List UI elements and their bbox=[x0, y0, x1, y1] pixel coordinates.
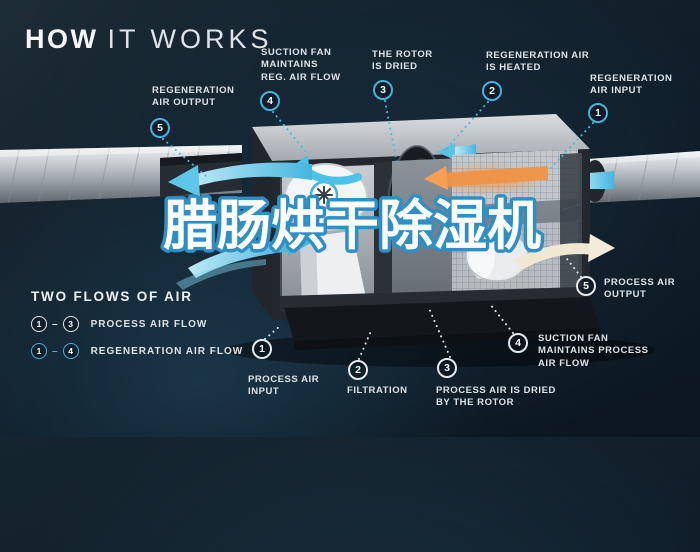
legend-process-dash: – bbox=[52, 318, 58, 330]
machine-base bbox=[284, 297, 600, 341]
callout-process-dried-badge: 3 bbox=[437, 358, 457, 378]
callout-regeneration-air-output-badge: 5 bbox=[150, 118, 170, 138]
callout-rotor-dried-badge: 3 bbox=[373, 80, 393, 100]
callout-regeneration-air-input-badge: 1 bbox=[588, 103, 608, 123]
process-input-arrow-icon bbox=[176, 228, 314, 290]
regeneration-output-duct-icon bbox=[0, 145, 242, 203]
callout-process-air-input-badge: 1 bbox=[252, 339, 272, 359]
page-title-light: IT WORKS bbox=[107, 24, 273, 54]
process-output-arrow-icon bbox=[514, 234, 615, 270]
overlay-title-text: 腊肠烘干除湿机 bbox=[163, 194, 541, 257]
machine-scene bbox=[0, 114, 700, 367]
callout-process-dried-label: PROCESS AIR IS DRIED BY THE ROTOR bbox=[436, 385, 556, 409]
overlay-title: 腊肠烘干除湿机 bbox=[160, 191, 545, 261]
callout-regeneration-air-output-label: REGENERATION AIR OUTPUT bbox=[152, 85, 235, 109]
callout-process-air-input-label: PROCESS AIR INPUT bbox=[248, 374, 320, 398]
legend-row-process: 1 – 3 PROCESS AIR FLOW bbox=[31, 316, 243, 332]
legend-regeneration-to-badge: 4 bbox=[62, 343, 79, 359]
callout-process-air-output-badge: 5 bbox=[576, 276, 596, 296]
callout-suction-fan-reg-badge: 4 bbox=[260, 91, 280, 111]
heater-icon bbox=[424, 163, 548, 195]
legend-regeneration-dash: – bbox=[52, 345, 58, 357]
legend-regeneration-label: REGENERATION AIR FLOW bbox=[90, 345, 244, 357]
machine-body bbox=[252, 114, 600, 350]
page-title-bold: HOW bbox=[25, 24, 99, 54]
callout-regeneration-air-input-label: REGENERATION AIR INPUT bbox=[590, 73, 673, 97]
legend-process-label: PROCESS AIR FLOW bbox=[90, 318, 208, 330]
page-title: HOW IT WORKS bbox=[25, 24, 273, 55]
callout-suction-fan-process-badge: 4 bbox=[508, 333, 528, 353]
legend-process-to-badge: 3 bbox=[62, 316, 79, 332]
legend: TWO FLOWS OF AIR 1 – 3 PROCESS AIR FLOW … bbox=[31, 289, 243, 370]
legend-heading: TWO FLOWS OF AIR bbox=[31, 289, 193, 304]
callout-filtration-badge: 2 bbox=[348, 360, 368, 380]
callout-process-air-output-label: PROCESS AIR OUTPUT bbox=[604, 277, 676, 301]
legend-process-from-badge: 1 bbox=[31, 316, 47, 332]
legend-regeneration-from-badge: 1 bbox=[31, 343, 47, 359]
callout-regeneration-heated-badge: 2 bbox=[482, 81, 502, 101]
leader-lines bbox=[162, 100, 594, 360]
callout-rotor-dried-label: THE ROTOR IS DRIED bbox=[372, 49, 433, 73]
regeneration-output-arrow-icon bbox=[168, 162, 312, 197]
callout-regeneration-heated-label: REGENERATION AIR IS HEATED bbox=[486, 50, 590, 74]
legend-row-regeneration: 1 – 4 REGENERATION AIR FLOW bbox=[31, 343, 243, 359]
callout-suction-fan-process-label: SUCTION FAN MAINTAINS PROCESS AIR FLOW bbox=[538, 333, 649, 369]
callout-filtration-label: FILTRATION bbox=[347, 385, 408, 396]
callout-suction-fan-reg-label: SUCTION FAN MAINTAINS REG. AIR FLOW bbox=[261, 47, 341, 83]
